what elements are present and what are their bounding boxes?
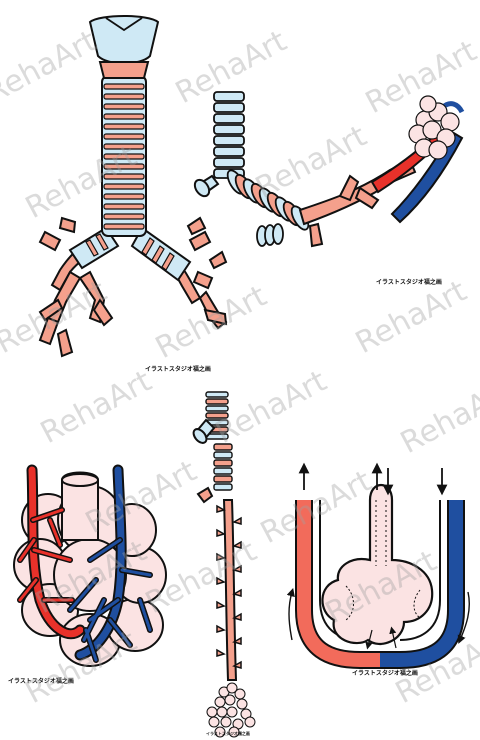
airway-illustration	[192, 391, 256, 738]
bronchiole-rings	[213, 91, 310, 247]
left-bronchial-tree	[38, 216, 114, 358]
caption-airway: イラストスタジオ福之画	[206, 731, 250, 736]
alveolar-sac	[408, 95, 460, 160]
trachea-illustration	[38, 15, 228, 358]
right-bronchial-tree	[144, 216, 228, 330]
vein-side	[380, 500, 463, 667]
caption-circulation: イラストスタジオ福之画	[352, 670, 418, 677]
terminal-alveoli	[206, 682, 256, 738]
bronchiole-illustration	[193, 91, 465, 248]
flow-arrow-left-icon	[286, 587, 295, 641]
caption-alveoli: イラストスタジオ福之画	[8, 678, 74, 685]
cricoid-cartilage	[98, 61, 150, 79]
thyroid-cartilage	[88, 15, 160, 65]
trachea-rings	[103, 83, 145, 230]
pulmonary-arteriole-tree	[17, 464, 86, 640]
pulmonary-venule-tree	[67, 464, 153, 663]
alveoli-vessels-illustration	[13, 464, 167, 667]
terminal-bronchiole	[222, 499, 238, 681]
caption-trachea: イラストスタジオ福之画	[145, 366, 211, 373]
alveolus	[321, 483, 434, 646]
caption-bronchiole: イラストスタジオ福之画	[376, 279, 442, 286]
airway-rings	[205, 391, 233, 491]
circulation-illustration	[286, 462, 470, 669]
artery-side	[297, 500, 380, 667]
flow-arrow-right-icon	[457, 591, 470, 644]
